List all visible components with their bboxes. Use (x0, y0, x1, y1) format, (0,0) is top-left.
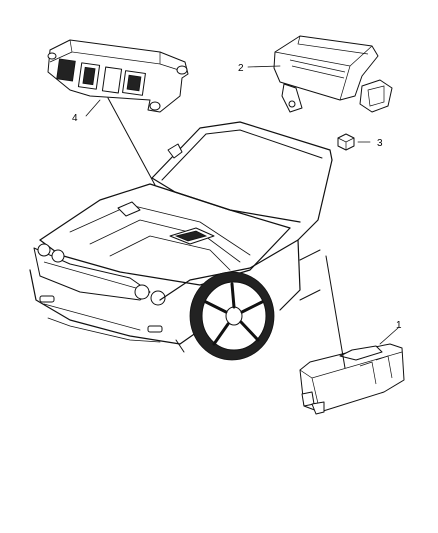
part-4-control-module (47, 39, 189, 113)
leader-lines (85, 65, 399, 369)
vehicle-illustration (29, 121, 333, 361)
front-wheel (189, 271, 275, 361)
leader-1 (325, 255, 346, 369)
callout-3: 3 (377, 138, 383, 149)
callout-4: 4 (72, 113, 78, 124)
leader-4 (107, 97, 156, 186)
callout-1: 1 (396, 320, 402, 331)
leader-2 (247, 65, 281, 68)
part-2-sensor-module (273, 35, 393, 113)
leader-4-label (85, 99, 101, 117)
part-3-nut (337, 133, 355, 151)
callout-2: 2 (238, 63, 244, 74)
leader-1-label (379, 327, 399, 345)
part-1-module (299, 343, 405, 415)
